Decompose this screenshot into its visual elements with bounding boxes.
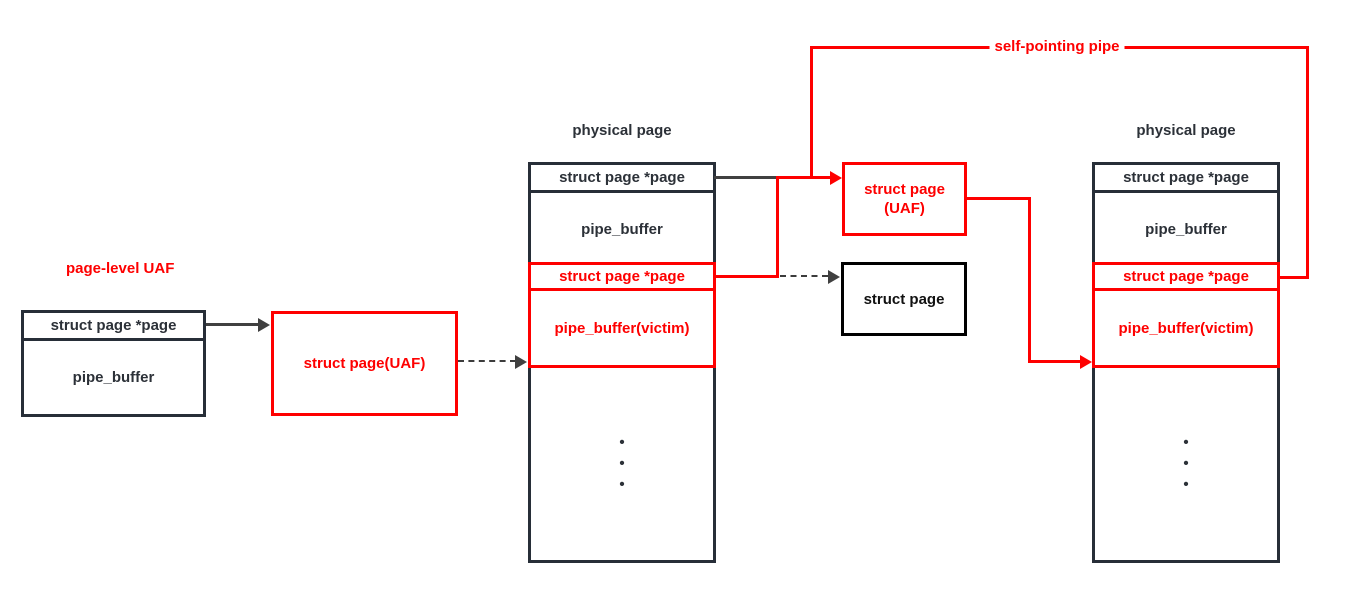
dashed-redrow-to-structpage-line (780, 275, 828, 277)
line-redrow-out (714, 275, 779, 278)
mid-box-row-page-pointer-red: struct page *page (528, 262, 716, 291)
arrow-leftbox-to-uaf-head (258, 318, 270, 332)
arrow-leftbox-to-uaf-line (206, 323, 258, 326)
right-box-vertical-ellipsis: • • • (1092, 432, 1280, 495)
uaf-box-line1: struct page (864, 181, 945, 198)
uafbox-to-victim-head (1080, 355, 1092, 369)
ellipsis-dot: • (1183, 434, 1189, 451)
dashed-uaf-to-midbox-head (515, 355, 527, 369)
right-box-row-pipe-buffer: pipe_buffer (1145, 220, 1227, 238)
ellipsis-dot: • (1183, 455, 1189, 472)
ellipsis-dot: • (619, 455, 625, 472)
line-midrow1-black-segment (714, 176, 778, 179)
mid-box-row-pipe-buffer-victim: pipe_buffer(victim) (528, 288, 716, 368)
mid-box-row-pipe-buffer: pipe_buffer (581, 220, 663, 238)
mid-box-row-page-pointer: struct page *page (531, 165, 713, 193)
right-box-row-page-pointer: struct page *page (1095, 165, 1277, 193)
struct-page-uaf-box-right: struct page (UAF) (842, 162, 967, 236)
right-physical-page-title: physical page (1136, 122, 1236, 139)
uaf-box-line2: (UAF) (884, 200, 925, 217)
ellipsis-dot: • (1183, 476, 1189, 493)
left-box-row-pipe-buffer: pipe_buffer (72, 369, 155, 386)
uafbox-down-line (1028, 197, 1031, 363)
page-level-uaf-label: page-level UAF (66, 260, 175, 277)
selfpipe-into-redrow (1280, 276, 1309, 279)
left-pipe-struct-box: struct page *page pipe_buffer (21, 310, 206, 417)
line-redrow-riser (776, 176, 779, 278)
left-box-row-page-pointer: struct page *page (24, 313, 203, 341)
arrow-to-uafbox-head (830, 171, 842, 185)
mid-box-vertical-ellipsis: • • • (528, 432, 716, 495)
mid-physical-page-title: physical page (572, 122, 672, 139)
selfpipe-left-drop (810, 46, 813, 179)
selfpipe-right-drop (1306, 46, 1309, 279)
line-to-uafbox-red-segment (776, 176, 830, 179)
uafbox-to-victim-line (1028, 360, 1080, 363)
right-box-row-pipe-buffer-victim: pipe_buffer(victim) (1092, 288, 1280, 368)
ellipsis-dot: • (619, 434, 625, 451)
dashed-uaf-to-midbox-line (458, 360, 516, 362)
self-pointing-pipe-label: self-pointing pipe (989, 38, 1125, 55)
right-box-row-page-pointer-red: struct page *page (1092, 262, 1280, 291)
dashed-redrow-to-structpage-head (828, 270, 840, 284)
uafbox-out-line (964, 197, 1031, 200)
ellipsis-dot: • (619, 476, 625, 493)
struct-page-uaf-box-left: struct page(UAF) (271, 311, 458, 416)
struct-page-box: struct page (841, 262, 967, 336)
